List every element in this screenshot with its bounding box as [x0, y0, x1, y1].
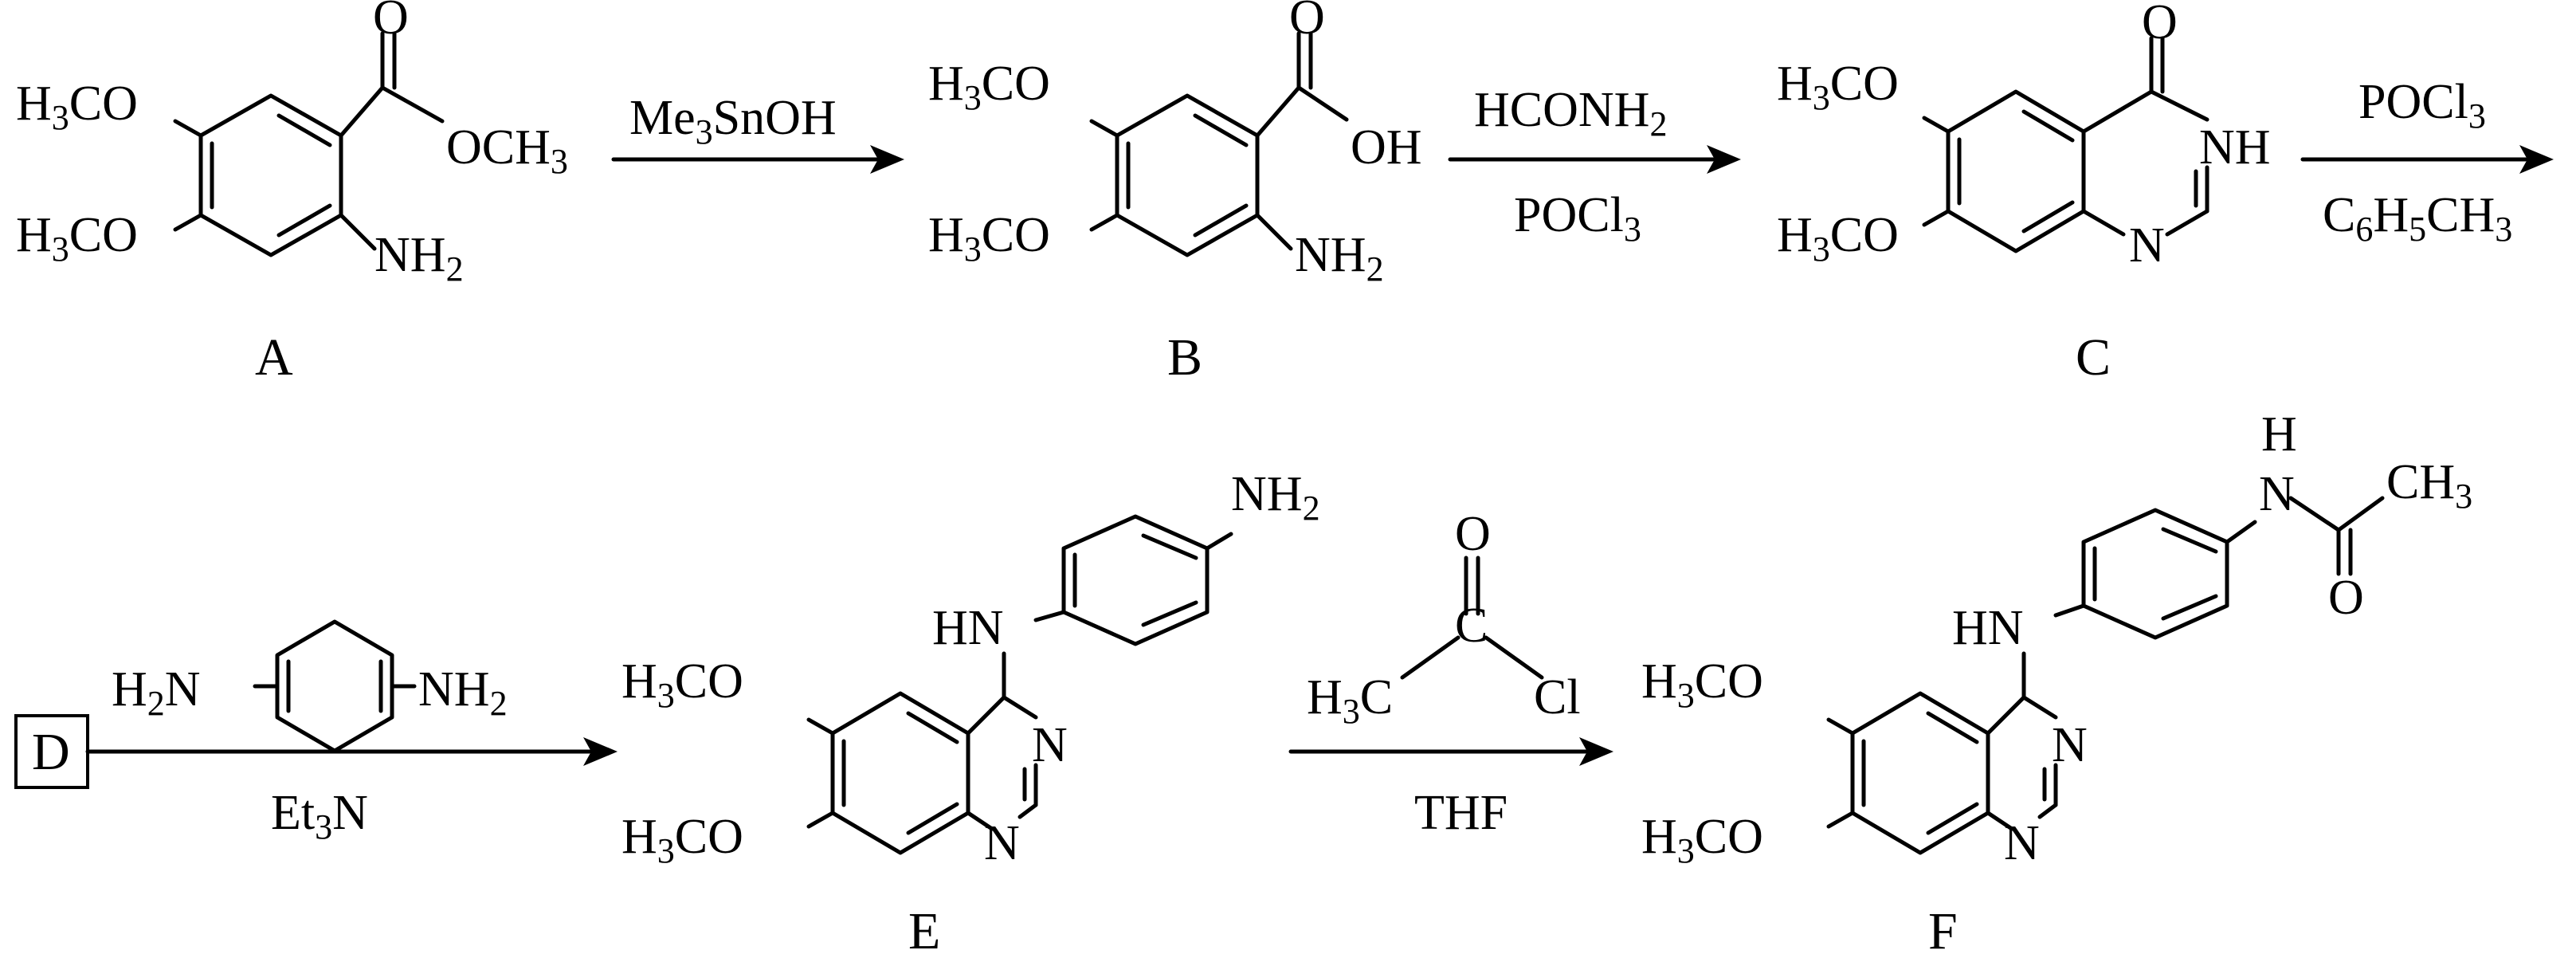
- ring-nitrogen-label: N: [2129, 218, 2165, 273]
- benzene-ring-b: [1115, 93, 1260, 257]
- compound-e: NH2 HN H3CO H3CO N N E: [621, 467, 1320, 958]
- compound-label-f: F: [1928, 902, 1958, 958]
- methoxy-label: H3CO: [1777, 208, 1899, 269]
- methoxy-label: H3CO: [928, 208, 1050, 269]
- methoxy-label: H3CO: [16, 208, 138, 269]
- amino-label: H2N: [112, 662, 201, 723]
- compound-label-b: B: [1167, 328, 1202, 387]
- methyl-label: H3C: [1307, 670, 1393, 731]
- hydroxyl-label: OH: [1351, 120, 1422, 175]
- reagent-label: POCl3: [1514, 188, 1641, 249]
- reagent-label: THF: [1414, 786, 1508, 840]
- methyl-label: CH3: [2386, 455, 2472, 516]
- carbonyl-oxygen-label: O: [373, 0, 409, 45]
- reagent-label: C6H5CH3: [2323, 188, 2512, 249]
- compound-label-a: A: [255, 328, 293, 387]
- benzene-ring-f-top: [2081, 508, 2229, 640]
- benzene-ring-c: [1946, 89, 2086, 253]
- compound-label-e: E: [908, 902, 940, 958]
- benzene-ring-a: [198, 93, 343, 257]
- reaction-arrow-3: POCl3 C6H5CH3: [2300, 75, 2554, 249]
- reagent-label: POCl3: [2358, 75, 2486, 135]
- amino-label: NH2: [374, 228, 464, 289]
- methoxy-label: H3CO: [1777, 57, 1899, 117]
- acetyl-chloride: O C H3C Cl: [1307, 507, 1581, 731]
- reaction-arrow-4: H2N NH2 Et3N: [85, 619, 618, 846]
- reagent-label: Me3SnOH: [629, 91, 837, 151]
- methoxy-label: H3CO: [621, 810, 743, 870]
- reaction-arrow-2: HCONH2 POCl3: [1448, 83, 1741, 249]
- amino-label: NH2: [1231, 467, 1320, 528]
- ring-nitrogen-label: N: [2052, 718, 2088, 772]
- reaction-arrow-1: Me3SnOH: [611, 91, 904, 174]
- methoxy-label: H3CO: [1641, 654, 1763, 715]
- benzene-ring-e-quinazoline: [830, 691, 970, 855]
- methyl-ester-label: OCH3: [446, 120, 568, 181]
- carbonyl-oxygen-label: O: [2328, 571, 2364, 625]
- carbon-label: C: [1455, 599, 1488, 653]
- ring-nitrogen-label: N: [1032, 718, 1068, 772]
- nh-label: NH: [2199, 120, 2271, 175]
- reagent-label: HCONH2: [1474, 83, 1667, 143]
- compound-c: H3CO H3CO O NH N C: [1777, 0, 2271, 387]
- compound-b: H3CO H3CO O OH NH2 B: [928, 0, 1422, 387]
- methoxy-label: H3CO: [928, 57, 1050, 117]
- carbonyl-oxygen-label: O: [2142, 0, 2178, 49]
- reaction-arrow-5: O C H3C Cl THF: [1288, 507, 1613, 840]
- compound-a: H3CO H3CO O OCH3 NH2 A: [16, 0, 568, 387]
- reagent-label: Et3N: [271, 786, 368, 846]
- compound-f: H N CH3 O HN H3CO H3CO N N F: [1641, 407, 2472, 958]
- hn-label: HN: [1952, 601, 2024, 655]
- ring-nitrogen-label: N: [984, 816, 1020, 870]
- h-label: H: [2261, 407, 2297, 461]
- carbonyl-oxygen-label: O: [1289, 0, 1325, 45]
- methoxy-label: H3CO: [621, 654, 743, 715]
- amide-nitrogen-label: N: [2259, 467, 2295, 521]
- amino-label: NH2: [1295, 228, 1384, 289]
- compound-label-d: D: [32, 723, 70, 781]
- methoxy-label: H3CO: [16, 77, 138, 137]
- benzene-ring-f-quinazoline: [1850, 691, 1990, 855]
- benzene-ring-diamine: [275, 619, 394, 753]
- benzene-ring-e-top: [1061, 514, 1210, 646]
- hn-label: HN: [932, 601, 1004, 655]
- methoxy-label: H3CO: [1641, 810, 1763, 870]
- chlorine-label: Cl: [1534, 670, 1581, 724]
- compound-d-box: D: [14, 714, 89, 789]
- amino-label: NH2: [418, 662, 508, 723]
- ring-nitrogen-label: N: [2004, 816, 2040, 870]
- carbonyl-oxygen-label: O: [1455, 507, 1491, 561]
- compound-label-c: C: [2076, 328, 2111, 387]
- p-phenylenediamine: H2N NH2: [112, 619, 508, 753]
